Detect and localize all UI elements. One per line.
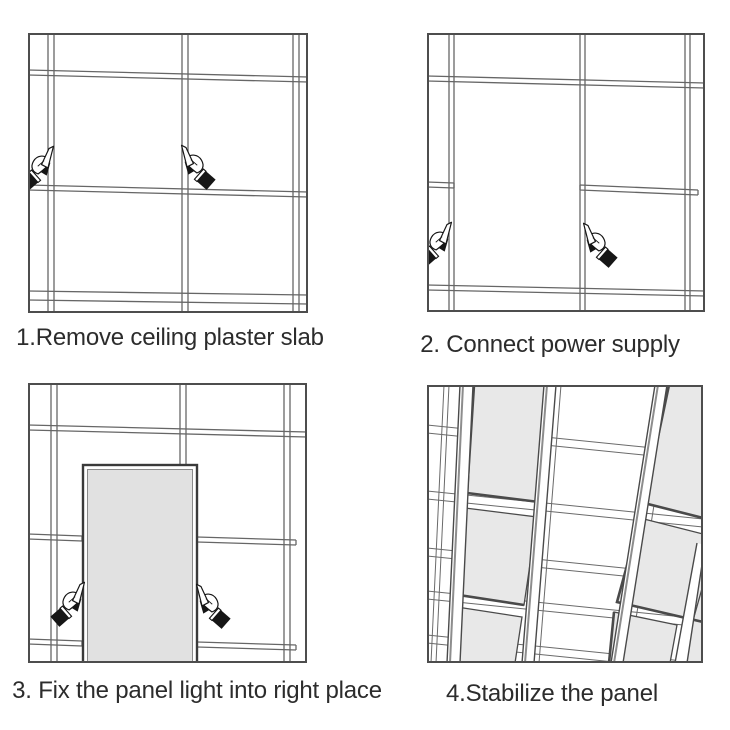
step-2-figure [427,33,705,312]
hand-icon [28,145,55,192]
step-3-figure [28,383,307,663]
installed-panel-shape [452,385,703,663]
hand-icon [49,581,86,628]
ceiling-rail-shape [446,385,703,663]
panel-insert-hands-icon [28,383,307,663]
step-1-caption: 1.Remove ceiling plaster slab [16,324,324,351]
step-4-caption: 4.Stabilize the panel [446,680,658,707]
step-4-figure [427,385,703,663]
step-1-figure [28,33,308,313]
installed-panels-perspective-icon [427,385,703,663]
hand-icon [180,144,217,191]
panel-light-icon [81,463,199,663]
step-3-caption: 3. Fix the panel light into right place [12,677,382,704]
ceiling-grid-hands-icon [28,33,308,313]
step-2-caption: 2. Connect power supply [420,331,680,358]
hand-icon [427,221,453,268]
hand-icon [582,222,619,269]
ceiling-grid-hands-icon [427,33,705,312]
hand-icon [195,583,232,630]
